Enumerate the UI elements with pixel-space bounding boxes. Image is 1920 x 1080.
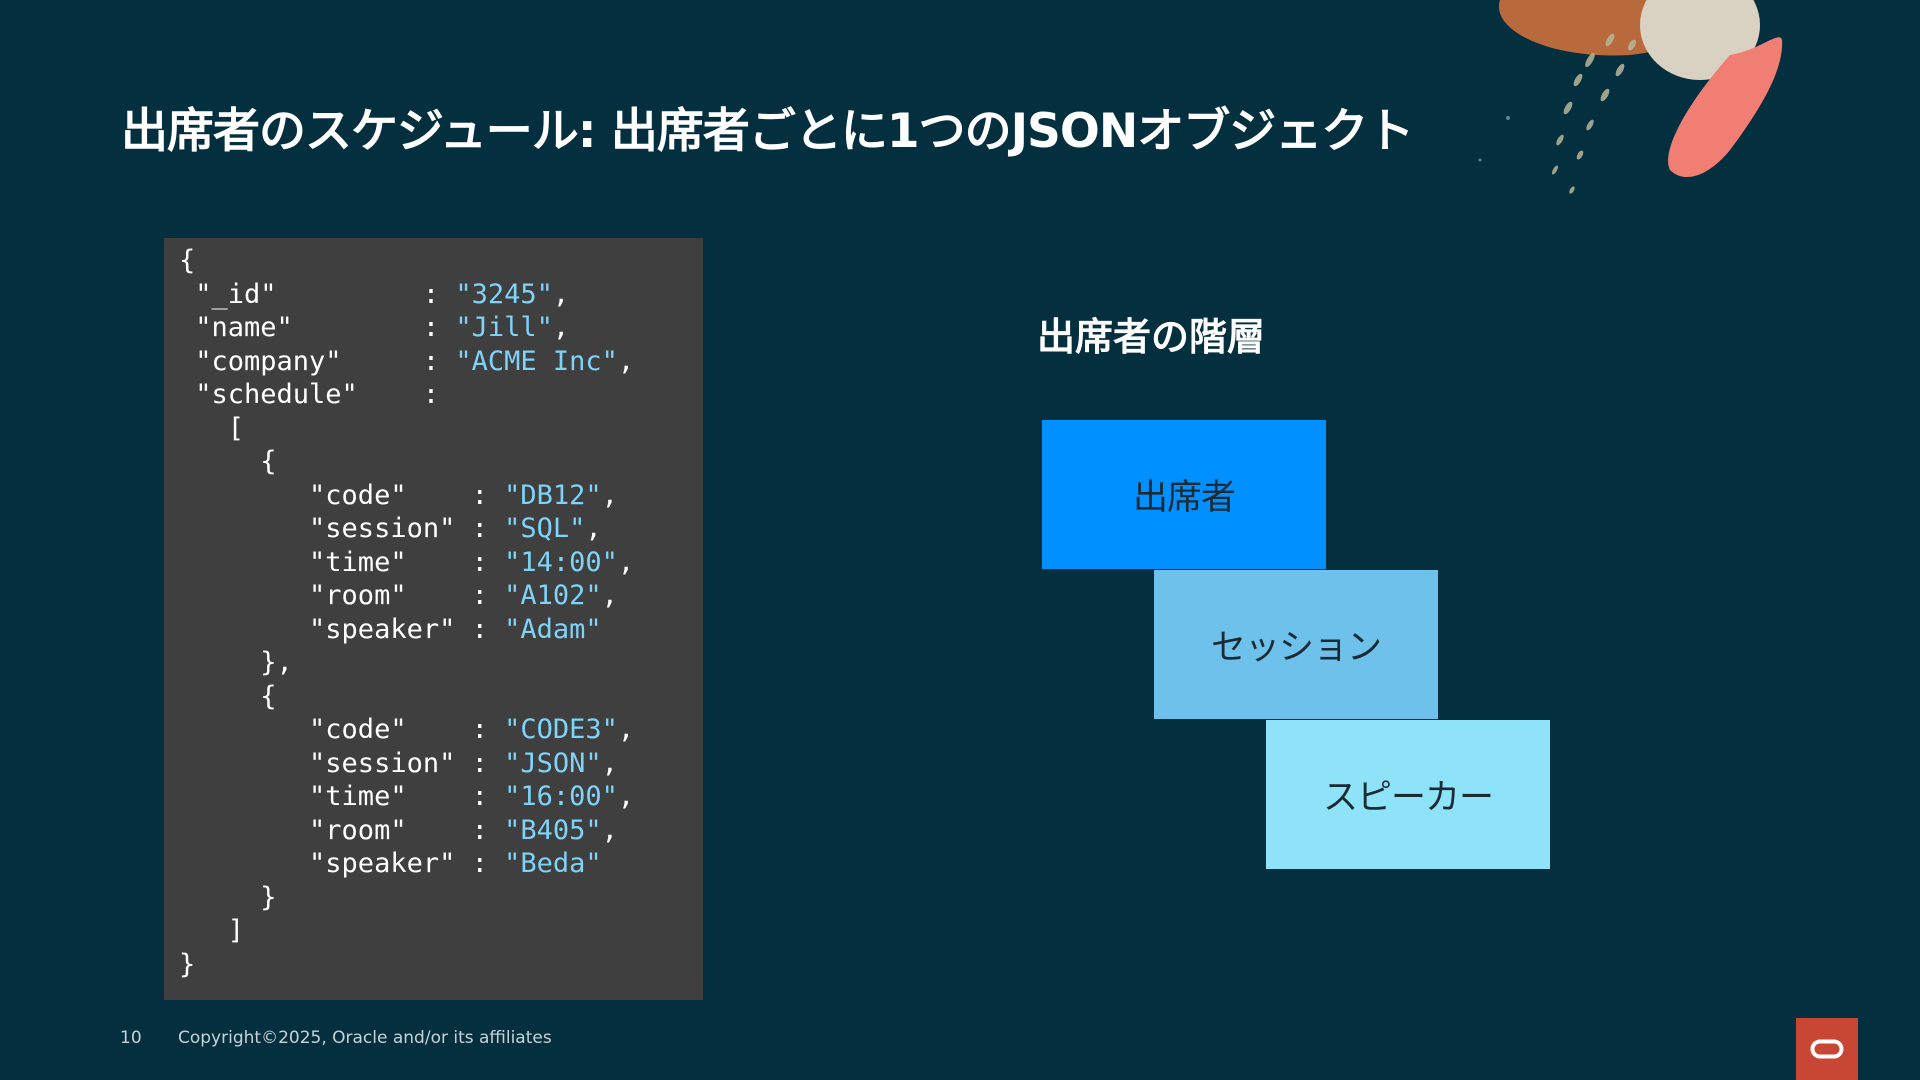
json-token: ]: [179, 915, 245, 946]
json-token: "name" :: [179, 312, 456, 343]
json-token: ,: [617, 781, 635, 812]
code-line: "session" : "SQL",: [179, 513, 602, 544]
hierarchy-level-label: 出席者: [1132, 478, 1236, 518]
json-string-value: "A102": [504, 580, 602, 611]
json-string-value: "DB12": [504, 479, 602, 511]
page-number: 10: [120, 1028, 142, 1048]
code-line: "speaker" : "Adam": [179, 614, 602, 645]
json-token: {: [179, 680, 277, 712]
json-token: "time" :: [179, 781, 505, 812]
json-code-block: { "_id" : "3245", "name" : "Jill", "comp…: [164, 238, 703, 1000]
code-line: },: [179, 647, 293, 678]
json-token: "session" :: [179, 513, 505, 544]
code-line: [: [179, 413, 244, 444]
code-line: "code" : "DB12",: [179, 480, 618, 511]
json-token: "room" :: [179, 580, 505, 611]
oracle-logo-icon: [1796, 1018, 1858, 1080]
hierarchy-level-label: セッション: [1210, 628, 1382, 668]
code-line: "time" : "16:00",: [179, 781, 634, 812]
code-line: "name" : "Jill",: [179, 312, 569, 343]
json-code-text: { "_id" : "3245", "name" : "Jill", "comp…: [179, 244, 634, 981]
json-string-value: "14:00": [504, 546, 618, 578]
code-line: "time" : "14:00",: [179, 547, 634, 578]
json-token: "speaker" :: [179, 613, 505, 645]
hierarchy-level-label: スピーカー: [1322, 778, 1494, 818]
code-line: "schedule" :: [179, 379, 439, 410]
oracle-logo-shape: [1810, 1039, 1844, 1059]
json-token: ,: [617, 714, 635, 745]
json-token: {: [179, 245, 196, 276]
json-token: "speaker" :: [179, 848, 505, 879]
slide-title: 出席者のスケジュール: 出席者ごとに1つのJSONオブジェクト: [121, 104, 1414, 159]
json-token: "code" :: [179, 479, 505, 511]
code-line: }: [179, 881, 277, 913]
json-string-value: "Beda": [504, 848, 602, 879]
json-string-value: "JSON": [504, 747, 602, 779]
hierarchy-level-session: セッション: [1154, 570, 1438, 719]
code-line: "room" : "A102",: [179, 580, 618, 611]
json-token: ,: [552, 312, 570, 343]
code-line: "room" : "B405",: [179, 815, 618, 846]
code-line: "speaker" : "Beda": [179, 848, 602, 879]
json-token: },: [179, 647, 293, 678]
json-token: ,: [601, 580, 618, 611]
decorative-illustration: [1478, 0, 1783, 194]
code-line: {: [179, 446, 277, 477]
json-token: ,: [601, 747, 618, 779]
json-token: "room" :: [179, 814, 505, 846]
json-token: ,: [617, 345, 635, 377]
code-line: ]: [179, 915, 244, 946]
json-token: ,: [585, 513, 602, 544]
code-line: {: [179, 245, 195, 276]
json-token: "company" :: [179, 345, 456, 377]
json-token: ,: [601, 479, 618, 511]
code-line: "code" : "CODE3",: [179, 714, 634, 745]
json-token: ,: [552, 278, 570, 310]
json-token: }: [179, 881, 277, 913]
hierarchy-title: 出席者の階層: [1037, 315, 1266, 359]
json-string-value: "16:00": [504, 781, 618, 812]
json-token: ,: [617, 546, 635, 578]
code-line: }: [179, 949, 195, 980]
json-token: [: [179, 412, 245, 444]
json-token: "_id" :: [179, 278, 456, 310]
json-token: }: [179, 948, 196, 980]
json-token: "time" :: [179, 546, 505, 578]
json-token: "session" :: [179, 747, 505, 779]
json-token: {: [179, 446, 277, 477]
json-token: "code" :: [179, 714, 505, 745]
json-token: "schedule" :: [179, 379, 440, 410]
hierarchy-level-speaker: スピーカー: [1266, 720, 1550, 869]
json-string-value: "ACME Inc": [455, 345, 618, 377]
json-string-value: "B405": [504, 814, 602, 846]
json-token: ,: [601, 814, 618, 846]
json-string-value: "3245": [455, 278, 553, 310]
code-line: "company" : "ACME Inc",: [179, 346, 634, 377]
json-string-value: "CODE3": [504, 714, 618, 745]
code-line: "session" : "JSON",: [179, 748, 618, 779]
code-line: {: [179, 680, 277, 712]
code-line: "_id" : "3245",: [179, 279, 569, 310]
hierarchy-level-attendee: 出席者: [1042, 420, 1326, 569]
json-string-value: "SQL": [504, 513, 586, 544]
json-string-value: "Jill": [455, 312, 553, 343]
copyright-text: Copyright©2025, Oracle and/or its affili…: [178, 1028, 552, 1048]
json-string-value: "Adam": [504, 613, 602, 645]
